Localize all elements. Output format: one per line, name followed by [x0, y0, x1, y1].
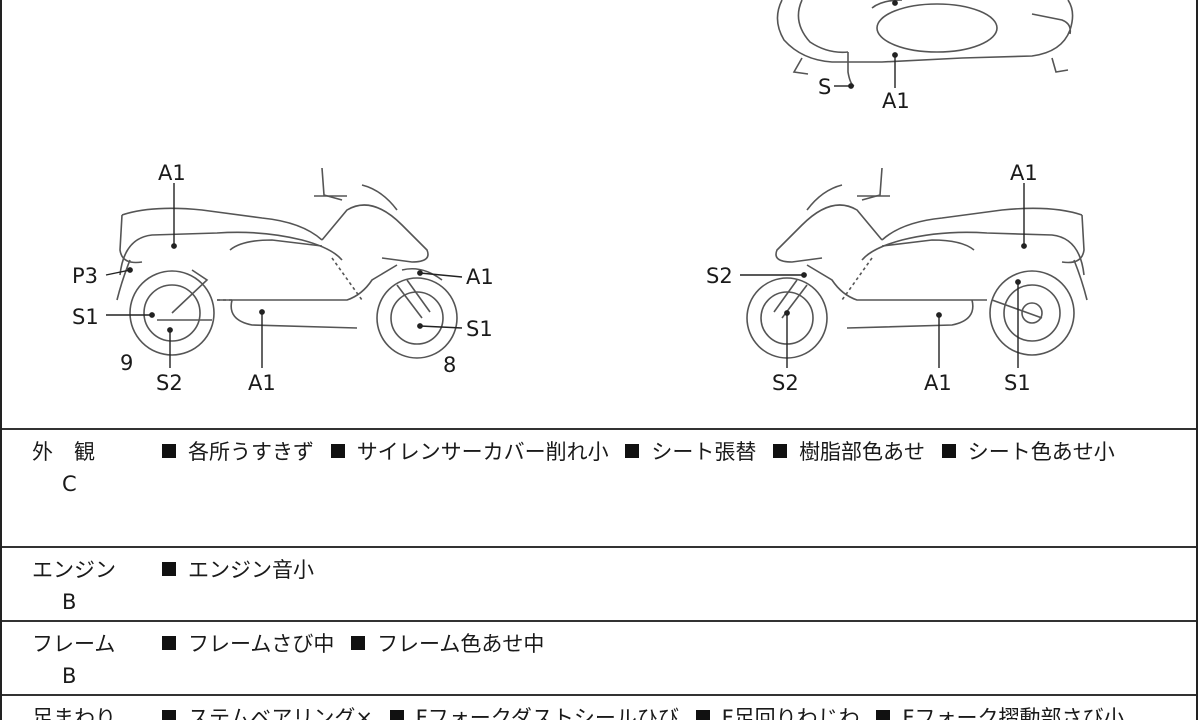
- label-left-s1-front: S1: [466, 317, 493, 341]
- condition-item: F足回りわじわ: [695, 702, 860, 720]
- square-bullet-icon: [941, 444, 956, 458]
- condition-item: Fフォーク摺動部さび小: [876, 702, 1124, 720]
- condition-row-exterior: 外 観 C 各所うすきず サイレンサーカバー削れ小 シート張替 樹脂部色あせ シ…: [2, 428, 1196, 546]
- label-right-s2-bottom: S2: [772, 371, 799, 395]
- square-bullet-icon: [162, 636, 176, 650]
- scooter-top-view: [776, 0, 1074, 87]
- condition-item: 樹脂部色あせ: [773, 436, 925, 468]
- condition-item: シート張替: [625, 436, 756, 468]
- condition-item: サイレンサーカバー削れ小: [330, 436, 609, 468]
- category-label: フレーム: [32, 632, 116, 656]
- condition-items: 各所うすきず サイレンサーカバー削れ小 シート張替 樹脂部色あせ シート色あせ小: [162, 436, 1125, 468]
- grade-label: B: [62, 664, 77, 688]
- label-left-9: 9: [120, 351, 133, 375]
- label-right-s1: S1: [1004, 371, 1031, 395]
- condition-row-engine: エンジン B エンジン音小: [2, 546, 1196, 620]
- square-bullet-icon: [330, 444, 345, 458]
- condition-item: シート色あせ小: [941, 436, 1115, 468]
- square-bullet-icon: [625, 444, 640, 458]
- condition-items: エンジン音小: [162, 554, 324, 586]
- condition-row-frame: フレーム B フレームさび中 フレーム色あせ中: [2, 620, 1196, 694]
- condition-item: 各所うすきず: [162, 436, 314, 468]
- grade-label: B: [62, 590, 77, 614]
- condition-item: フレームさび中: [162, 628, 334, 660]
- condition-items: フレームさび中 フレーム色あせ中: [162, 628, 554, 660]
- category-label: 外 観: [32, 440, 95, 464]
- square-bullet-icon: [876, 710, 891, 720]
- category-label: エンジン: [32, 558, 116, 582]
- label-right-a1-top: A1: [1010, 161, 1038, 185]
- grade-label: C: [62, 472, 77, 496]
- condition-item: ステムベアリング×: [162, 702, 373, 720]
- condition-items: ステムベアリング× Fフォークダストシールひび F足回りわじわ Fフォーク摺動部…: [162, 702, 1134, 720]
- label-left-p3: P3: [72, 264, 98, 288]
- condition-item: フレーム色あせ中: [351, 628, 544, 660]
- scooter-diagram-svg: S A1 A1 P3 S1 9 S2 A1 A1 S1 8 A1 S2 S2 A…: [72, 0, 1088, 395]
- square-bullet-icon: [773, 444, 788, 458]
- square-bullet-icon: [389, 710, 404, 720]
- square-bullet-icon: [695, 710, 710, 720]
- condition-item: エンジン音小: [162, 554, 314, 586]
- square-bullet-icon: [162, 444, 176, 458]
- label-left-s1: S1: [72, 305, 99, 329]
- label-right-a1-bottom: A1: [924, 371, 952, 395]
- scooter-right-view: [746, 167, 1088, 359]
- square-bullet-icon: [162, 710, 176, 720]
- label-left-a1-front: A1: [466, 265, 494, 289]
- label-left-8: 8: [443, 353, 456, 377]
- label-top-s: S: [818, 75, 831, 99]
- square-bullet-icon: [351, 636, 366, 650]
- label-left-a1-bottom: A1: [248, 371, 276, 395]
- label-left-a1-top: A1: [158, 161, 186, 185]
- category-label: 足まわり: [32, 706, 116, 720]
- condition-item: Fフォークダストシールひび: [389, 702, 679, 720]
- scooter-condition-diagram: S A1 A1 P3 S1 9 S2 A1 A1 S1 8 A1 S2 S2 A…: [2, 0, 1196, 430]
- square-bullet-icon: [162, 562, 176, 576]
- label-left-s2: S2: [156, 371, 183, 395]
- scooter-left-view: [116, 167, 458, 359]
- label-right-s2-left: S2: [706, 264, 733, 288]
- label-top-a1: A1: [882, 89, 910, 113]
- condition-row-suspension: 足まわり ステムベアリング× Fフォークダストシールひび F足回りわじわ Fフォ…: [2, 694, 1196, 720]
